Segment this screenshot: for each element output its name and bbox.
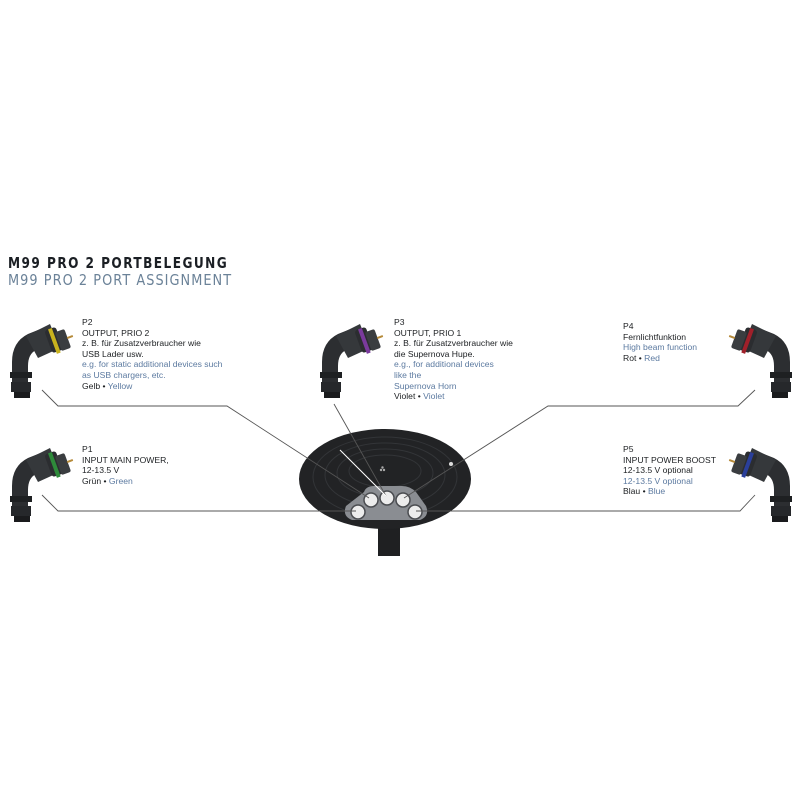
connector-p4: [728, 324, 792, 398]
port-label-p1: P1 INPUT MAIN POWER, 12-13.5 V Grün • Gr…: [82, 444, 169, 486]
port-label-p2: P2 OUTPUT, PRIO 2 z. B. für Zusatzverbra…: [82, 317, 222, 391]
title-german: M99 PRO 2 PORTBELEGUNG: [8, 254, 229, 272]
port-function: OUTPUT, PRIO 1: [394, 327, 462, 338]
port-desc-en: High beam function: [623, 342, 698, 353]
port-voltage-en: 12-13.5 V optional: [623, 475, 693, 486]
port-desc-de: z. B. für Zusatzverbraucher wie: [394, 338, 513, 349]
leader-line-p2: [41, 389, 370, 499]
leader-line-p1: [41, 494, 356, 512]
connector-p2: [10, 324, 74, 398]
color-ring-yellow: [48, 328, 61, 354]
port-id: P2: [82, 317, 93, 327]
port-color: Rot • Red: [623, 352, 660, 363]
port-id: P5: [623, 444, 634, 454]
leader-lines: [41, 389, 756, 512]
title-english: M99 PRO 2 PORT ASSIGNMENT: [8, 271, 233, 289]
port-desc-en: as USB chargers, etc.: [82, 369, 166, 380]
color-ring-red: [741, 328, 754, 354]
port-color: Gelb • Yellow: [82, 380, 133, 391]
port-id: P3: [394, 317, 405, 327]
connector-p3: [320, 324, 384, 398]
port-voltage-de: 12-13.5 V optional: [623, 465, 693, 476]
port-function: Fernlichtfunktion: [623, 331, 687, 342]
connector-p1: [10, 448, 74, 522]
port-desc-de: USB Lader usw.: [82, 348, 144, 359]
port-id: P4: [623, 321, 634, 331]
leader-line-p4: [403, 389, 756, 499]
leader-line-p3: [333, 403, 387, 497]
port-desc-de: z. B. für Zusatzverbraucher wie: [82, 338, 201, 349]
port-voltage: 12-13.5 V: [82, 465, 120, 476]
port-color: Grün • Green: [82, 475, 133, 486]
port-desc-en: e.g. for static additional devices such: [82, 359, 223, 370]
port-sockets: [350, 490, 423, 520]
color-ring-blue: [741, 452, 754, 478]
leader-line-p5: [416, 494, 756, 512]
port-label-p3: P3 OUTPUT, PRIO 1 z. B. für Zusatzverbra…: [394, 317, 513, 402]
color-ring-green: [48, 452, 61, 478]
port-label-p4: P4 Fernlichtfunktion High beam function …: [623, 321, 697, 363]
port-desc-en: like the: [394, 369, 422, 380]
connector-p5: [728, 448, 792, 522]
port-function: OUTPUT, PRIO 2: [82, 327, 150, 338]
port-color: Violet • Violet: [394, 391, 445, 402]
port-function: INPUT POWER BOOST: [623, 454, 716, 465]
port-label-p5: P5 INPUT POWER BOOST 12-13.5 V optional …: [623, 444, 716, 497]
port-color: Blau • Blue: [623, 486, 666, 497]
title-block: M99 PRO 2 PORTBELEGUNG M99 PRO 2 PORT AS…: [8, 255, 269, 289]
port-desc-en: Supernova Horn: [394, 380, 457, 391]
port-desc-de: die Supernova Hupe.: [394, 348, 475, 359]
color-ring-violet: [358, 328, 371, 354]
port-id: P1: [82, 444, 93, 454]
port-function: INPUT MAIN POWER,: [82, 454, 169, 465]
port-desc-en: e.g., for additional devices: [394, 359, 494, 370]
